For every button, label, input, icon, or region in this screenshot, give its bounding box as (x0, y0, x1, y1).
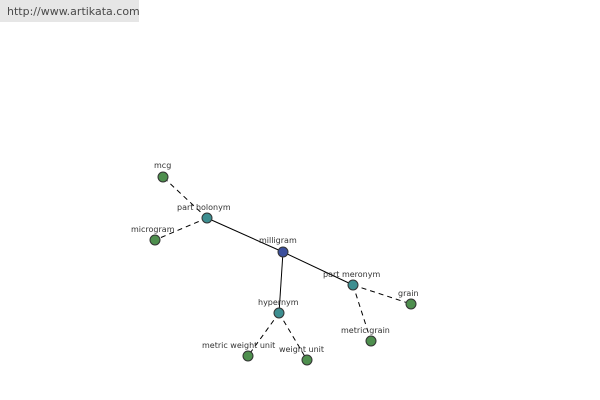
edge-center-part-meronym (282, 251, 354, 286)
node-milligram[interactable] (277, 246, 289, 258)
node-grain[interactable] (405, 298, 417, 310)
site-url[interactable]: http://www.artikata.com (7, 5, 140, 18)
node-microgram[interactable] (149, 234, 161, 246)
node-metric-grain[interactable] (365, 335, 377, 347)
label-metric-weight-unit: metric weight unit (202, 341, 275, 350)
label-weight-unit: weight unit (279, 345, 324, 354)
label-part-meronym: part meronym (323, 270, 380, 279)
label-hypernym: hypernym (258, 298, 299, 307)
url-bar: http://www.artikata.com (0, 0, 140, 22)
edge-part-holonym-microgram (154, 217, 208, 241)
label-mcg: mcg (154, 161, 171, 170)
edge-hypernym-weight-unit (278, 312, 308, 361)
edge-center-hypernym (278, 251, 284, 314)
node-weight-unit[interactable] (301, 354, 313, 366)
edge-part-meronym-metric-grain (352, 284, 372, 342)
label-part-holonym: part holonym (177, 203, 231, 212)
label-milligram: milligram (259, 236, 297, 245)
edge-center-part-holonym (206, 217, 284, 253)
node-part-meronym[interactable] (347, 279, 359, 291)
node-hypernym[interactable] (273, 307, 285, 319)
edge-part-meronym-grain (352, 284, 412, 305)
node-mcg[interactable] (157, 171, 169, 183)
node-metric-weight-unit[interactable] (242, 350, 254, 362)
edge-part-holonym-mcg (162, 176, 208, 219)
label-grain: grain (398, 289, 419, 298)
node-part-holonym[interactable] (201, 212, 213, 224)
label-metric-grain: metric grain (341, 326, 390, 335)
label-microgram: microgram (131, 225, 175, 234)
